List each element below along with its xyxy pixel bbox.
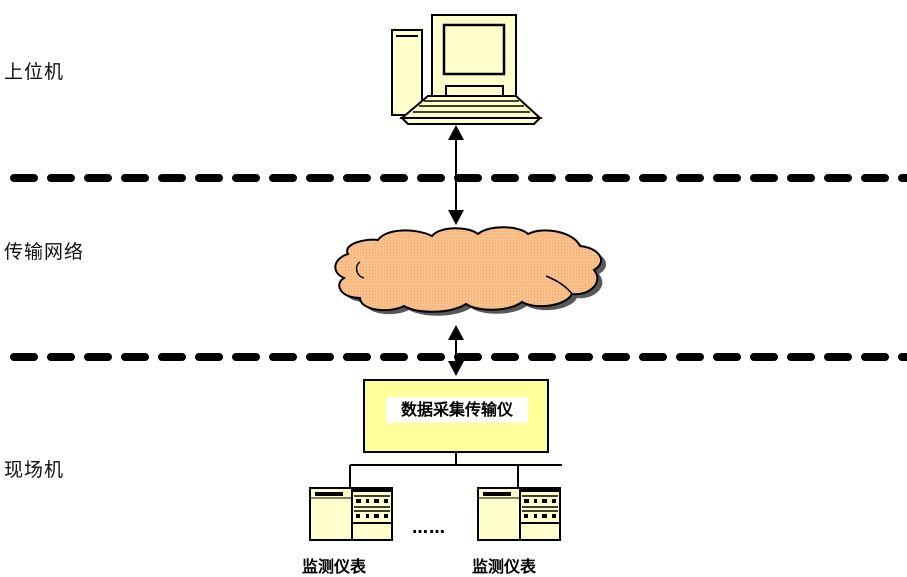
device-label: 监测仪表: [472, 557, 537, 576]
monitoring-instrument-icon: [309, 487, 393, 541]
layer-label-field: 现场机: [4, 459, 65, 481]
layer-label-host: 上位机: [4, 61, 65, 83]
cloud-icon: [334, 226, 607, 316]
data-collector-label: 数据采集传输仪: [386, 397, 528, 423]
ellipsis: ……: [412, 518, 446, 537]
layer-label-network: 传输网络: [4, 241, 85, 263]
device-label: 监测仪表: [302, 557, 367, 576]
bidirectional-arrow-network-field: [448, 325, 464, 376]
monitoring-instrument-icon: [477, 487, 561, 541]
desktop-computer-icon: [391, 14, 543, 125]
device-bus: [349, 452, 562, 488]
bidirectional-arrow-host-network: [448, 125, 464, 225]
